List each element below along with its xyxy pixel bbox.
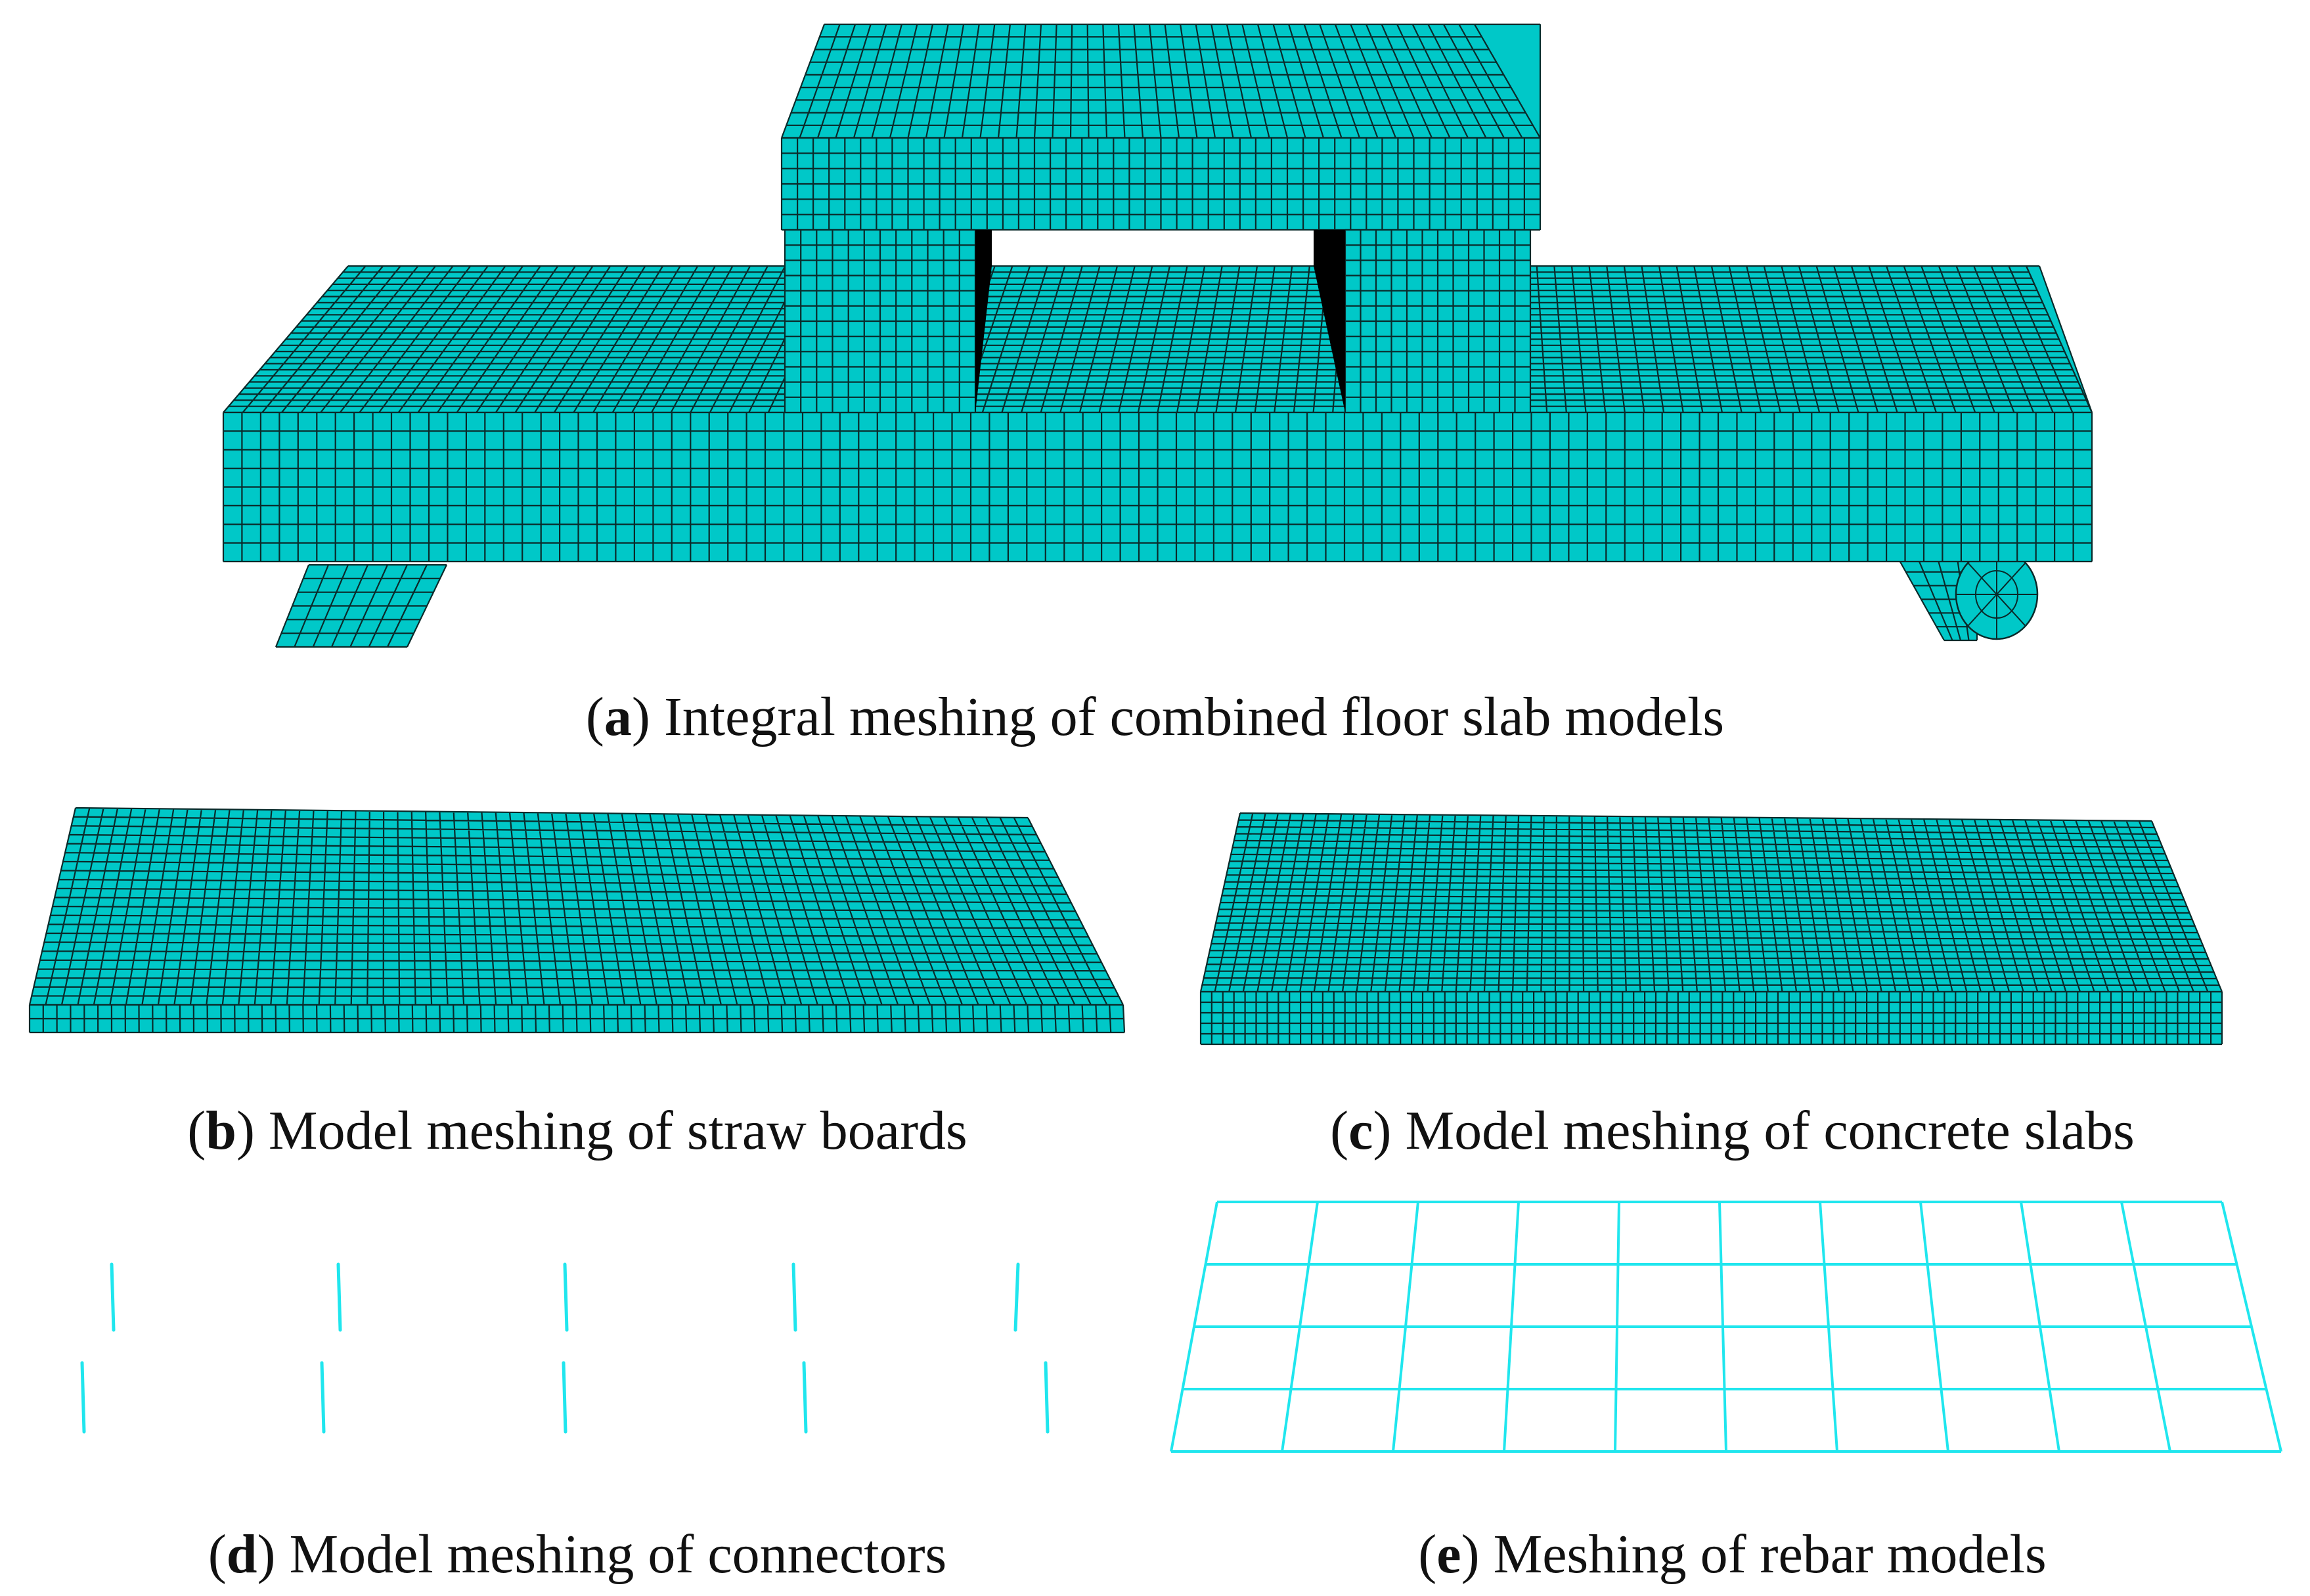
connector-top-3: [563, 1262, 569, 1332]
right-roller-end-grid: [1956, 550, 2037, 639]
caption-a-text: Integral meshing of combined floor slab …: [663, 686, 1725, 747]
concrete-slab-front: [1199, 990, 2223, 1046]
upper-block-lintel-grid: [780, 137, 1542, 231]
upper-block-top-grid: [780, 23, 1541, 139]
right-roller-spoke: [1996, 594, 2026, 627]
right-roller-inner-ring: [1975, 570, 2018, 619]
left-support-side-grid: [387, 564, 447, 648]
connector-top-1: [110, 1262, 116, 1332]
base-slab-front: [222, 411, 2093, 563]
integral-model-figure: [222, 23, 2093, 648]
upper-block-left-leg: [784, 229, 977, 414]
opening-left-shadow: [975, 230, 992, 412]
panel-a: [0, 0, 2310, 722]
straw-board-front-lines: [28, 1004, 1126, 1034]
caption-e: (e) Meshing of rebar models: [1418, 1524, 2047, 1585]
caption-d-text: Model meshing of connectors: [289, 1524, 947, 1585]
caption-b-text: Model meshing of straw boards: [268, 1100, 967, 1161]
panel-d: [0, 1222, 1155, 1484]
caption-a-letter: a: [604, 686, 632, 747]
connector-top-4: [791, 1262, 797, 1332]
connector-group: [80, 1262, 1050, 1434]
base-slab-right-edge-lines: [2025, 265, 2093, 413]
caption-c-text: Model meshing of concrete slabs: [1405, 1100, 2135, 1161]
right-roller-spoke: [1967, 562, 1997, 595]
rebar-grid: [1170, 1201, 2282, 1453]
panel-b: [0, 788, 1155, 1064]
rebar-mesh-figure: [1170, 1201, 2282, 1453]
connector-bottom-4: [802, 1361, 808, 1434]
concrete-slab-top: [1199, 812, 2223, 993]
right-roller-spoke: [1996, 562, 2026, 595]
upper-block-right-leg: [1344, 229, 1532, 414]
caption-b-letter: b: [206, 1100, 236, 1161]
right-roller-spoke: [1967, 594, 1997, 627]
caption-d-letter: d: [226, 1524, 257, 1585]
upper-block-left-leg-grid: [784, 229, 977, 414]
concrete-slab-mesh-figure: [1199, 812, 2223, 1046]
upper-block-lintel-lines: [780, 137, 1542, 231]
connector-bottom-2: [320, 1361, 326, 1434]
connector-top-2: [336, 1262, 342, 1332]
straw-board-mesh-figure: [28, 807, 1126, 1034]
caption-d: (d) Model meshing of connectors: [208, 1524, 947, 1585]
opening-underside: [974, 229, 1347, 267]
concrete-slab-top-lines: [1199, 812, 2223, 993]
concrete-slab-front-grid: [1199, 990, 2223, 1046]
right-roller-end: [1955, 548, 2039, 640]
connector-bottom-5: [1044, 1361, 1050, 1434]
caption-b: (b) Model meshing of straw boards: [187, 1100, 967, 1161]
upper-block-left-leg-lines: [784, 229, 977, 414]
panel-e: [1155, 1182, 2310, 1497]
connector-top-5: [1013, 1262, 1020, 1332]
base-slab-right-edge-grid: [2025, 265, 2093, 413]
straw-board-front: [28, 1004, 1126, 1034]
straw-board-front-grid: [28, 1004, 1126, 1034]
straw-board-top: [28, 807, 1124, 1006]
concrete-slab-front-lines: [1199, 990, 2223, 1046]
upper-block-right-edge: [1474, 23, 1542, 139]
base-slab-front-lines: [222, 411, 2093, 563]
straw-board-top-lines: [28, 807, 1124, 1006]
connectors-mesh-figure: [80, 1262, 1050, 1434]
caption-a: (a) Integral meshing of combined floor s…: [585, 686, 1725, 747]
opening-right-shadow: [1314, 230, 1345, 412]
upper-block-top: [780, 23, 1541, 139]
left-support-side: [387, 564, 447, 648]
caption-e-letter: e: [1436, 1524, 1461, 1585]
connector-bottom-1: [80, 1361, 86, 1434]
concrete-slab-top-surface: [1201, 813, 2222, 992]
upper-block-top-surface: [782, 24, 1540, 138]
base-slab-front-grid: [222, 411, 2093, 563]
caption-c-letter: c: [1348, 1100, 1373, 1161]
base-slab-top: [223, 265, 2093, 414]
caption-c: (c) Model meshing of concrete slabs: [1330, 1100, 2135, 1161]
caption-e-text: Meshing of rebar models: [1493, 1524, 2047, 1585]
upper-block-right-edge-grid: [1474, 23, 1542, 139]
concrete-slab-top-grid: [1199, 812, 2223, 993]
upper-block-top-lines: [780, 23, 1541, 139]
base-slab-right-edge: [2025, 265, 2093, 413]
left-support-side-lines: [387, 564, 447, 648]
straw-board-top-grid: [28, 807, 1124, 1006]
upper-block-right-edge-lines: [1474, 23, 1542, 139]
upper-block-lintel: [780, 137, 1542, 231]
panel-c: [1155, 788, 2310, 1064]
connector-bottom-3: [562, 1361, 567, 1434]
